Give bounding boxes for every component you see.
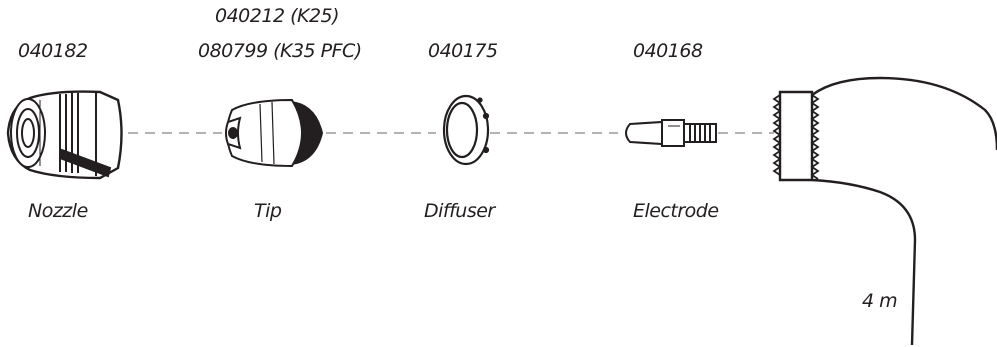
tip-drawing <box>225 98 324 168</box>
nozzle-drawing <box>6 90 123 180</box>
diffuser-label: Diffuser <box>424 200 495 222</box>
cable-length-label: 4 m <box>862 290 898 312</box>
diffuser-part-number: 040175 <box>428 40 498 62</box>
diffuser-drawing <box>442 94 490 166</box>
electrode-drawing <box>625 119 717 147</box>
tip-label: Tip <box>254 200 282 222</box>
electrode-part-number: 040168 <box>633 40 703 62</box>
nozzle-part-number: 040182 <box>18 40 88 62</box>
tip-part-number-line2: 080799 (K35 PFC) <box>198 40 362 62</box>
electrode-label: Electrode <box>633 200 719 222</box>
nozzle-label: Nozzle <box>28 200 88 222</box>
tip-part-number-line1: 040212 (K25) <box>215 5 340 27</box>
torch-cable-drawing <box>772 76 997 346</box>
